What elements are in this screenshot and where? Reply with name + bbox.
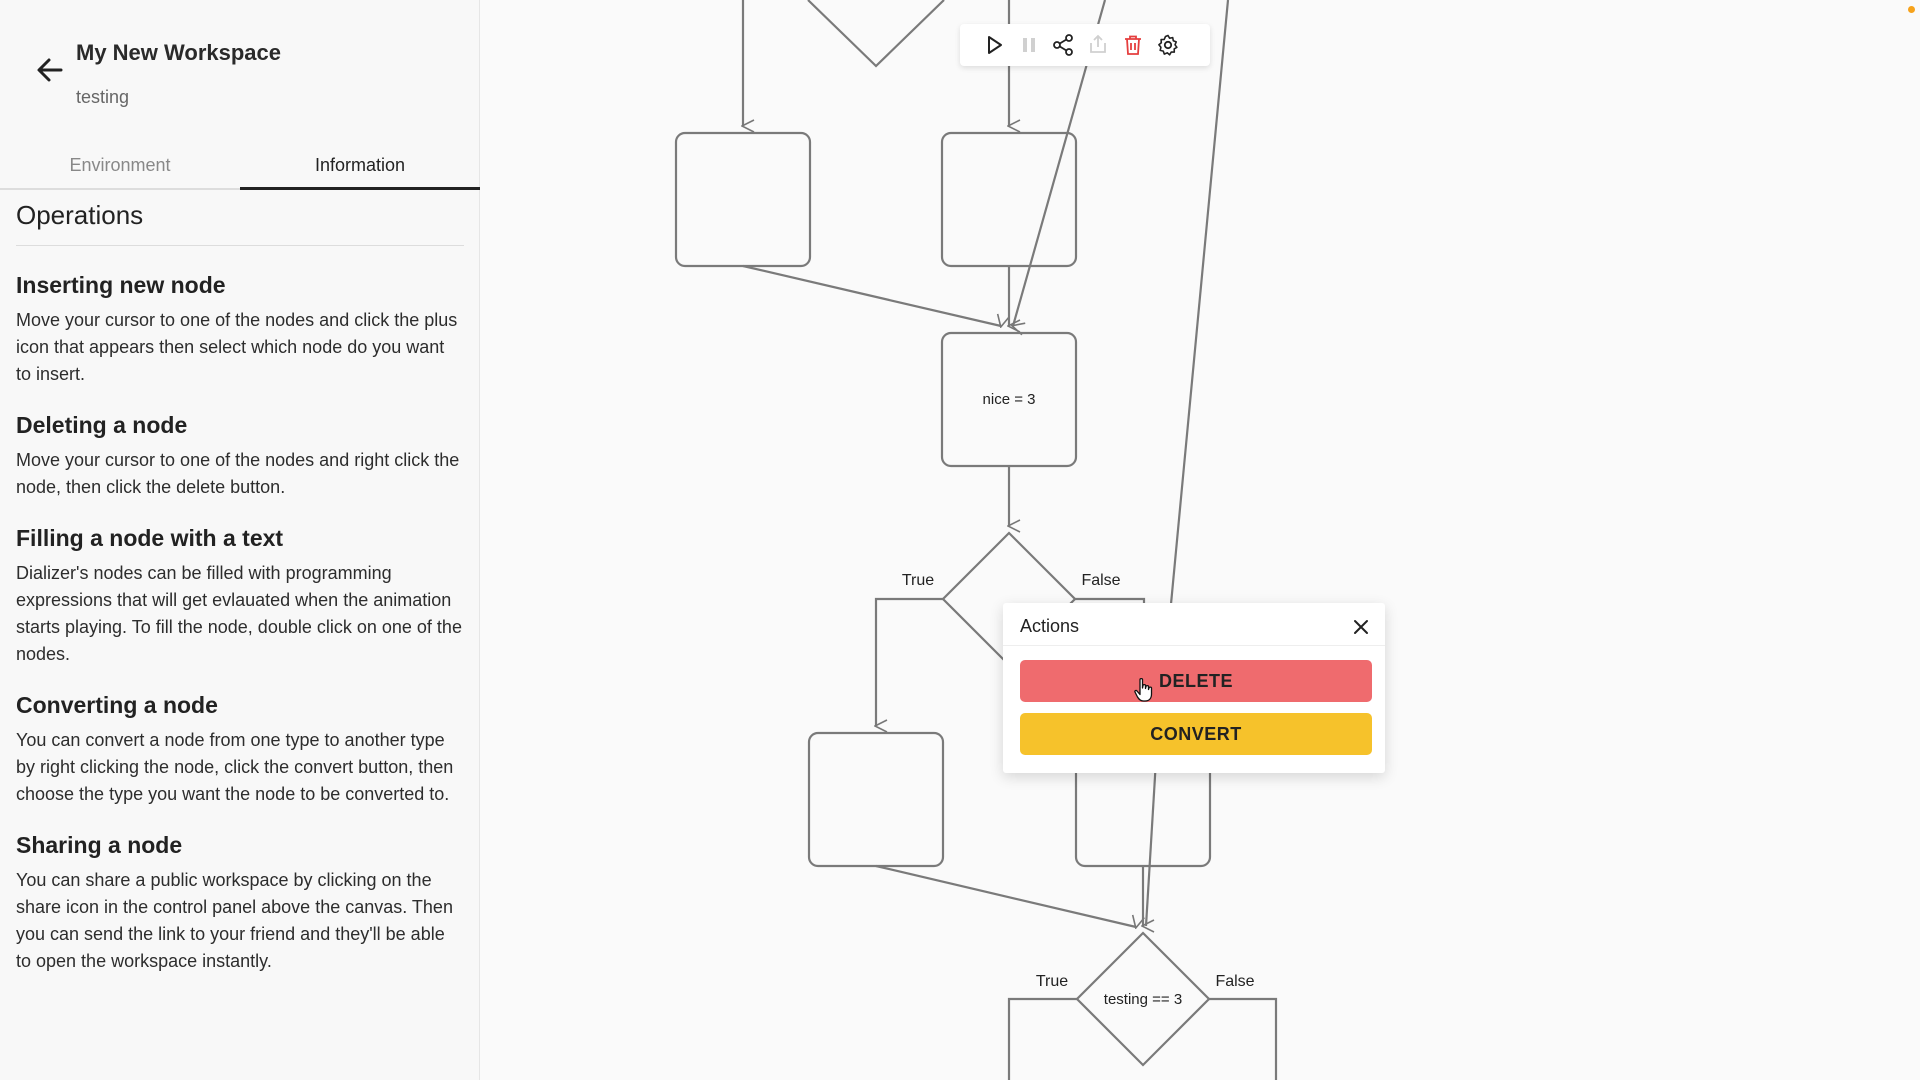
gear-icon[interactable] xyxy=(1156,33,1180,57)
actions-popup: Actions DELETE CONVERT xyxy=(1003,603,1385,773)
workspace-subtitle: testing xyxy=(76,87,130,107)
back-arrow-icon[interactable] xyxy=(32,52,68,88)
section-title-sharing: Sharing a node xyxy=(16,832,183,858)
edge-node1-to-nice xyxy=(742,264,1001,326)
edge-label-false-1: False xyxy=(1081,572,1120,589)
delete-button[interactable]: DELETE xyxy=(1020,660,1372,702)
section-title-converting: Converting a node xyxy=(16,692,218,718)
edge-label-true-2: True xyxy=(1036,973,1068,990)
section-body-inserting: Move your cursor to one of the nodes and… xyxy=(16,310,458,384)
process-node-2 xyxy=(940,131,1078,268)
tab-environment[interactable]: Environment xyxy=(69,155,171,175)
edge-decision1-true xyxy=(876,597,943,726)
section-title-filling: Filling a node with a text xyxy=(16,525,284,551)
sidebar: My New Workspace testing Environment Inf… xyxy=(0,0,480,1080)
flowchart-canvas[interactable]: nice = 3 testing == 3 True False True Fa… xyxy=(481,0,1920,1080)
actions-title: Actions xyxy=(1020,616,1080,636)
decision-node-2 xyxy=(1075,931,1211,1067)
trash-icon[interactable] xyxy=(1121,33,1145,57)
edge-true-to-decision2 xyxy=(875,864,1136,927)
close-icon[interactable] xyxy=(1350,616,1372,638)
edge-long-diagonal-2 xyxy=(1169,0,1230,605)
edge-label-false-2: False xyxy=(1215,973,1254,990)
section-body-sharing: You can share a public workspace by clic… xyxy=(16,870,453,971)
section-title-inserting: Inserting new node xyxy=(16,272,226,298)
control-toolbar xyxy=(960,24,1210,66)
edge-decision2-false xyxy=(1209,997,1278,1080)
notification-dot xyxy=(1908,6,1915,13)
actions-divider xyxy=(1003,645,1385,646)
export-icon[interactable] xyxy=(1086,33,1110,57)
section-body-converting: You can convert a node from one type to … xyxy=(16,730,454,804)
edge-label-true-1: True xyxy=(902,572,934,589)
section-body-filling: Dializer's nodes can be filled with prog… xyxy=(16,563,462,664)
edge-long-to-decision2 xyxy=(1144,759,1158,927)
node-label-nice: nice = 3 xyxy=(983,391,1036,408)
edge-decision2-true xyxy=(1007,997,1077,1080)
workspace-title: My New Workspace xyxy=(76,40,282,65)
process-node-1 xyxy=(674,131,812,268)
section-title-deleting: Deleting a node xyxy=(16,412,188,438)
partial-diamond-shape xyxy=(807,0,945,68)
sidebar-tabs: Environment Information xyxy=(0,150,480,190)
information-panel: Operations Inserting new node Move your … xyxy=(16,200,464,975)
section-body-deleting: Move your cursor to one of the nodes and… xyxy=(16,450,460,497)
convert-button[interactable]: CONVERT xyxy=(1020,713,1372,755)
share-icon[interactable] xyxy=(1051,33,1075,57)
play-icon[interactable] xyxy=(982,33,1006,57)
pause-icon[interactable] xyxy=(1017,33,1041,57)
operations-heading: Operations xyxy=(16,200,464,246)
node-label-testing: testing == 3 xyxy=(1104,991,1182,1008)
process-node-true-branch xyxy=(807,731,945,868)
tab-information[interactable]: Information xyxy=(240,150,480,190)
